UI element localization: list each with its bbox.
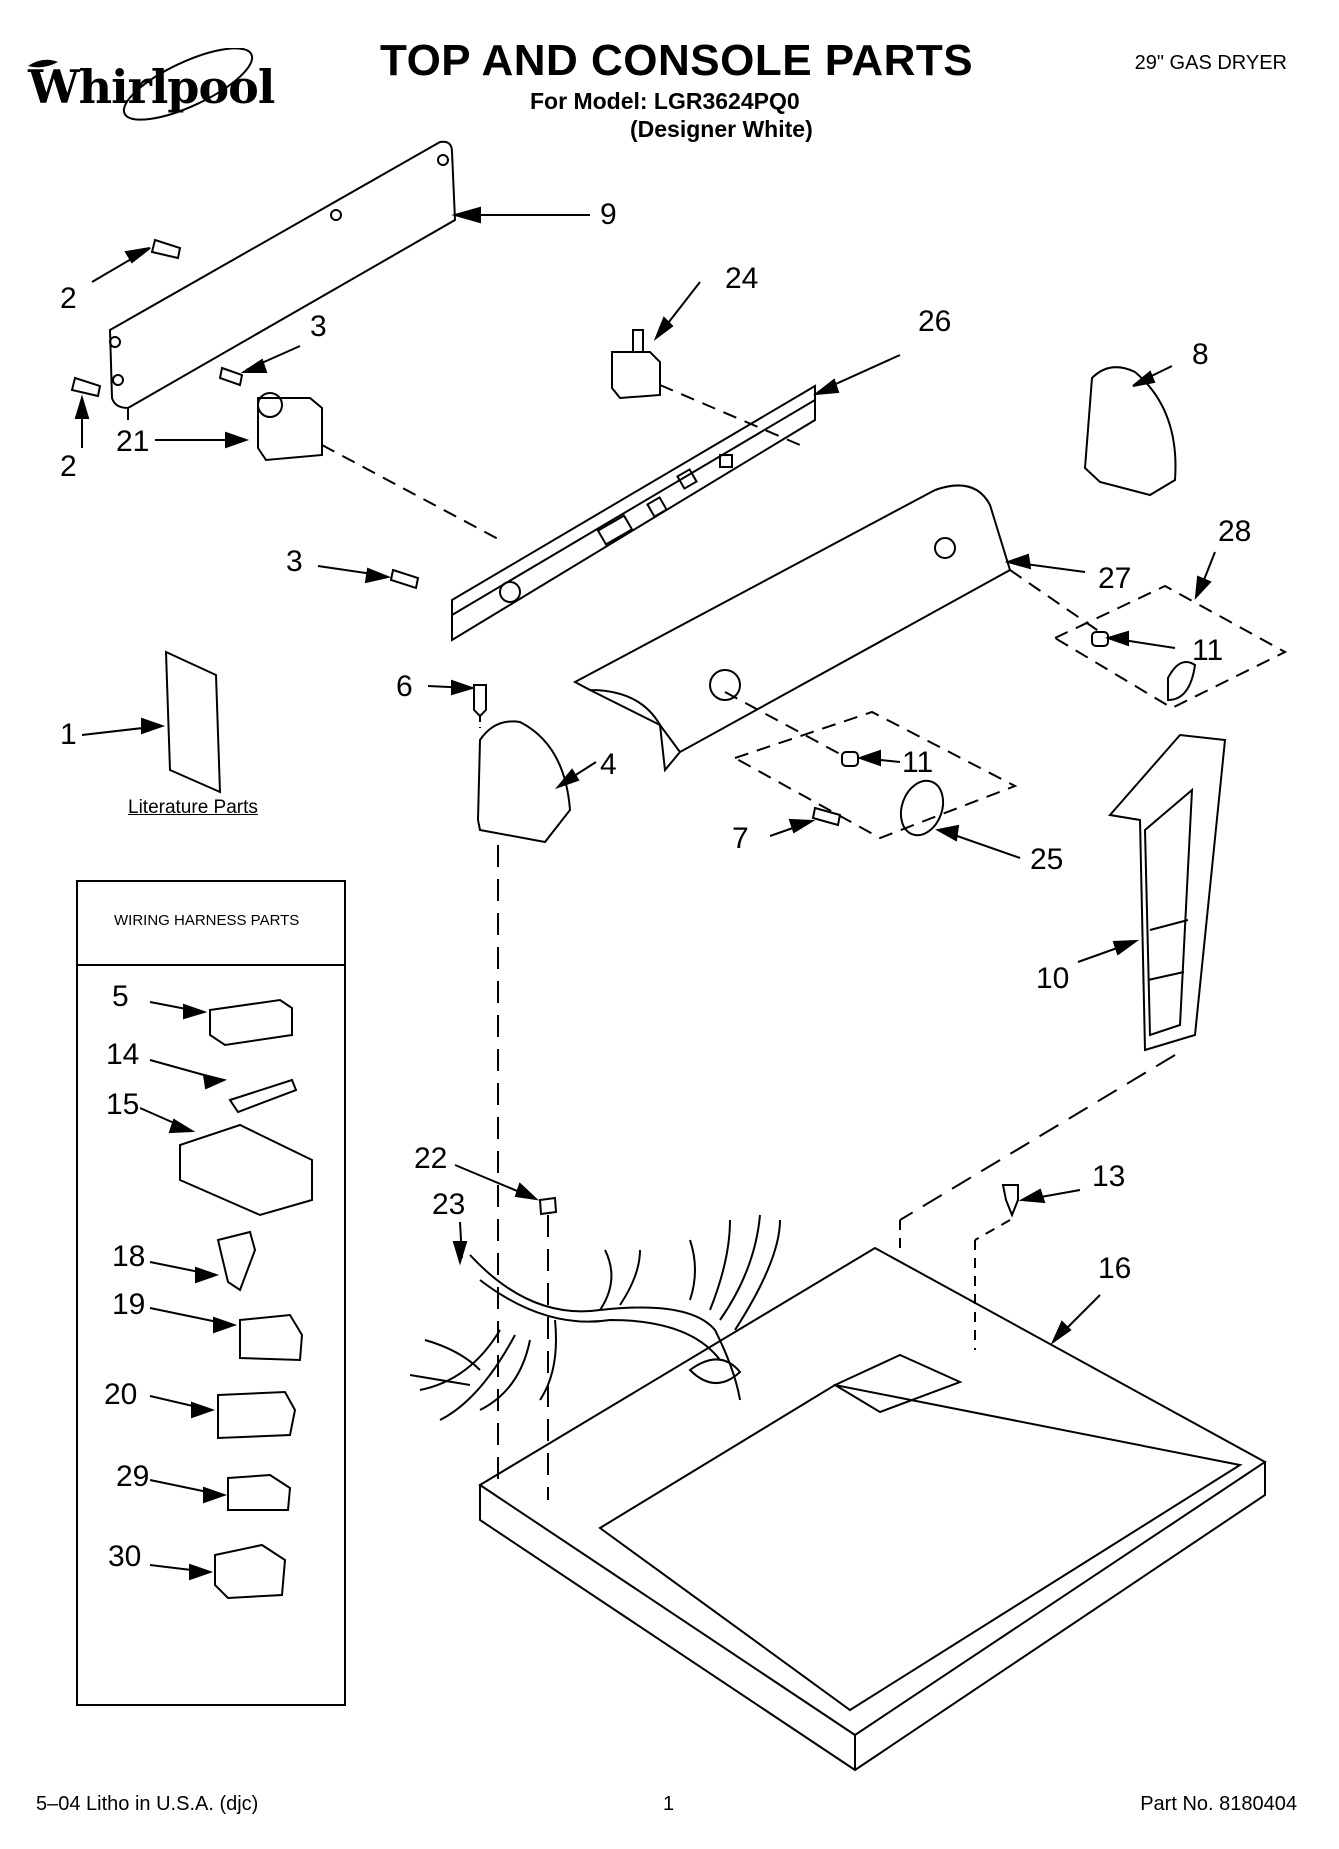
callout-29: 29 xyxy=(116,1460,150,1493)
model-line: For Model: LGR3624PQ0 xyxy=(530,88,800,114)
color-line: (Designer White) xyxy=(630,116,813,142)
callout-23: 23 xyxy=(432,1188,466,1221)
callout-4: 4 xyxy=(600,748,617,781)
callout-14: 14 xyxy=(106,1038,140,1071)
part-10-lint-screen xyxy=(1108,733,1227,1052)
wiring-harness-header: WIRING HARNESS PARTS xyxy=(78,882,344,966)
footer-litho: 5–04 Litho in U.S.A. (djc) xyxy=(36,1793,259,1815)
literature-parts-label: Literature Parts xyxy=(128,797,258,818)
part-1-literature xyxy=(164,650,222,794)
callout-27: 27 xyxy=(1098,562,1132,595)
callout-19: 19 xyxy=(112,1288,146,1321)
brand-name: Whirlpool xyxy=(28,60,275,114)
callout-7: 7 xyxy=(732,822,749,855)
part-23-wire-harness xyxy=(409,1214,781,1421)
callout-16: 16 xyxy=(1098,1252,1132,1285)
callout-11: 11 xyxy=(1192,634,1224,667)
callout-2: 2 xyxy=(60,450,77,483)
callout-24: 24 xyxy=(725,262,759,295)
callout-20: 20 xyxy=(104,1378,138,1411)
part-9-rear-panel xyxy=(108,140,457,410)
callout-22: 22 xyxy=(414,1142,448,1175)
callout-15: 15 xyxy=(106,1088,140,1121)
callout-6: 6 xyxy=(396,670,413,703)
callout-9: 9 xyxy=(600,198,617,231)
callout-3: 3 xyxy=(286,545,303,578)
callout-26: 26 xyxy=(918,305,952,338)
part-4-end-cap xyxy=(476,720,572,844)
wiring-harness-parts-box: WIRING HARNESS PARTS xyxy=(76,880,346,1706)
whirlpool-logo: Whirlpool xyxy=(28,47,275,158)
callout-13: 13 xyxy=(1092,1160,1126,1193)
footer-page-number: 1 xyxy=(663,1793,675,1815)
wiring-harness-title: WIRING HARNESS PARTS xyxy=(114,912,300,929)
callout-21: 21 xyxy=(116,425,150,458)
callout-5: 5 xyxy=(112,980,129,1013)
product-label: 29" GAS DRYER xyxy=(1134,52,1287,74)
callout-8: 8 xyxy=(1192,338,1209,371)
callout-10: 10 xyxy=(1036,962,1070,995)
logo-swoosh-icon xyxy=(28,47,254,121)
callout-30: 30 xyxy=(108,1540,142,1573)
callout-11: 11 xyxy=(902,746,934,779)
callout-28: 28 xyxy=(1218,515,1252,548)
footer-part-number: Part No. 8180404 xyxy=(1140,1793,1297,1815)
callout-18: 18 xyxy=(112,1240,146,1273)
callout-25: 25 xyxy=(1030,843,1064,876)
callout-2: 2 xyxy=(60,282,77,315)
callout-3: 3 xyxy=(310,310,327,343)
part-8-end-cap xyxy=(1083,366,1177,497)
page-title: TOP AND CONSOLE PARTS xyxy=(380,36,974,85)
part-26-console-bracket xyxy=(451,384,816,642)
part-27-console xyxy=(572,484,1012,773)
callout-1: 1 xyxy=(60,718,77,751)
